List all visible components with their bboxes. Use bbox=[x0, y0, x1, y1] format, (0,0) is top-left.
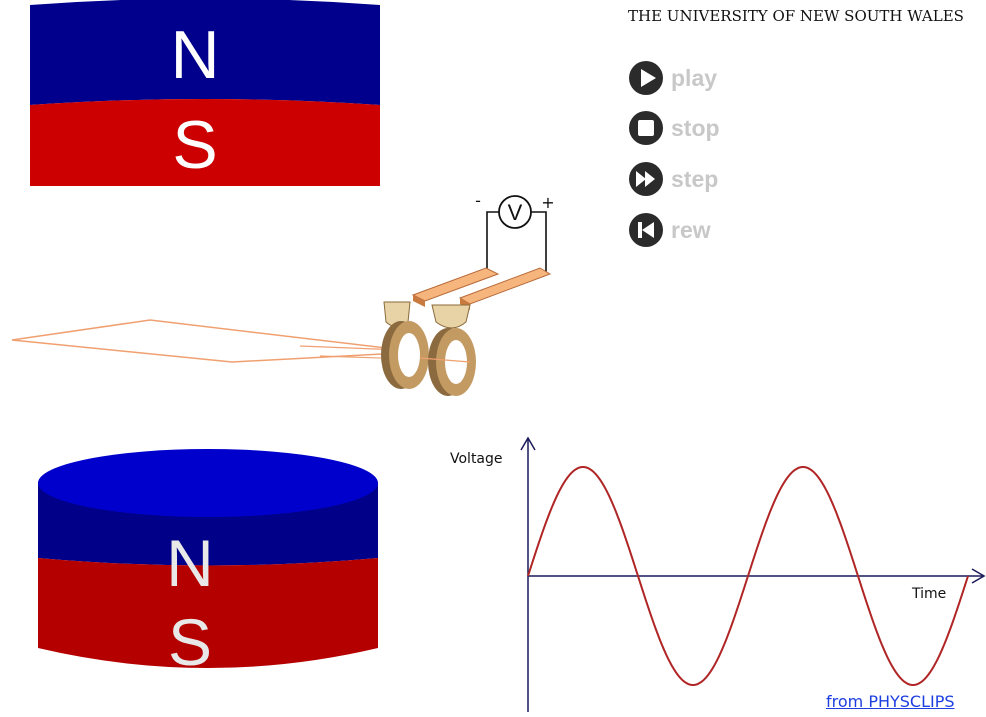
wire-loop bbox=[11, 319, 421, 363]
slip-ring-left bbox=[381, 321, 429, 389]
magnet-top-face bbox=[38, 449, 378, 517]
voltmeter-plus: + bbox=[541, 193, 554, 212]
voltage-curve bbox=[527, 466, 969, 686]
voltage-time-graph: Voltage Time bbox=[450, 436, 986, 712]
y-axis-arrow bbox=[520, 436, 536, 451]
bottom-magnet-south-label: S bbox=[168, 605, 212, 679]
graph-ylabel: Voltage bbox=[450, 451, 503, 467]
x-axis-arrow bbox=[971, 568, 986, 584]
top-magnet-south-label: S bbox=[172, 107, 217, 183]
step-label: step bbox=[671, 165, 719, 192]
rewind-label: rew bbox=[671, 216, 711, 243]
physclips-link[interactable]: from PHYSCLIPS bbox=[826, 692, 955, 711]
axle bbox=[419, 357, 471, 363]
top-magnet-north-label: N bbox=[170, 17, 219, 93]
rewind-button[interactable]: rew bbox=[628, 213, 711, 247]
step-icon bbox=[629, 162, 663, 196]
graph-xlabel: Time bbox=[911, 586, 946, 602]
play-icon bbox=[629, 61, 663, 95]
step-button[interactable]: step bbox=[628, 162, 718, 196]
voltmeter bbox=[498, 195, 532, 229]
university-name: THE UNIVERSITY OF NEW SOUTH WALES bbox=[628, 7, 964, 25]
bottom-magnet-north-label: N bbox=[166, 526, 214, 600]
rewind-icon bbox=[629, 213, 663, 247]
generator-apparatus: V - + bbox=[11, 191, 555, 396]
stop-icon bbox=[629, 111, 663, 145]
stop-label: stop bbox=[671, 114, 720, 141]
voltmeter-minus: - bbox=[475, 191, 481, 210]
play-label: play bbox=[671, 64, 718, 91]
voltmeter-wires bbox=[486, 211, 547, 274]
voltmeter-label: V bbox=[508, 200, 523, 225]
bottom-magnet: N S bbox=[38, 449, 378, 679]
top-magnet: N S bbox=[30, 0, 380, 186]
stop-button[interactable]: stop bbox=[628, 111, 720, 145]
play-button[interactable]: play bbox=[628, 61, 717, 95]
slip-ring-right bbox=[428, 328, 476, 396]
